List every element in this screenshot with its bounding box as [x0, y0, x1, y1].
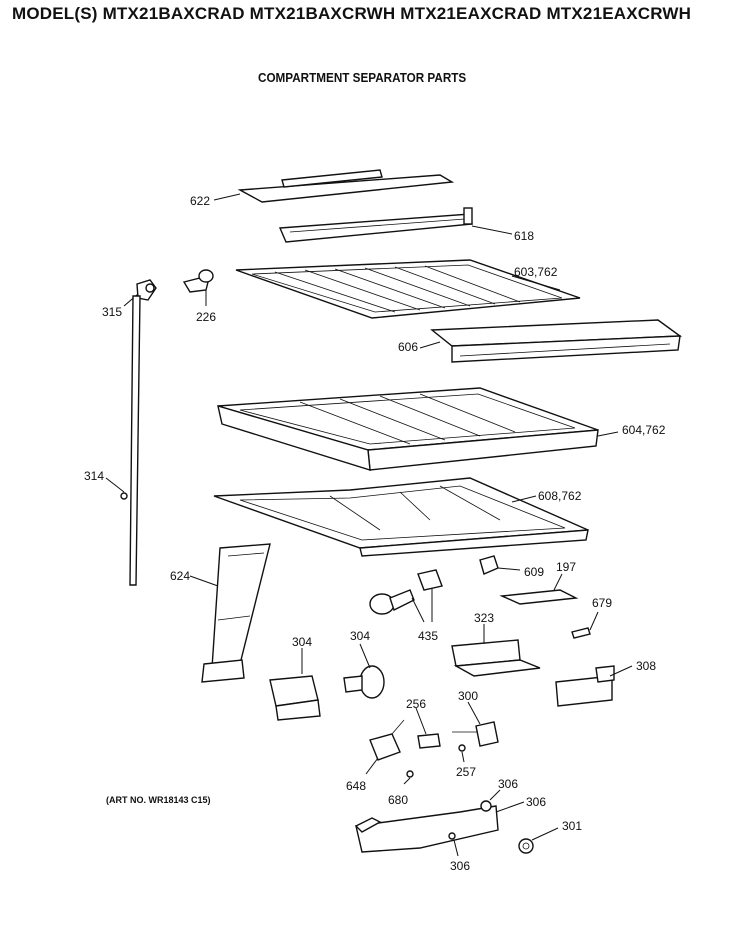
part-618-rail	[278, 207, 513, 243]
label-604: 604,762	[622, 423, 666, 437]
part-304-knob	[343, 643, 385, 699]
label-323: 323	[474, 611, 494, 625]
label-306-right: 306	[526, 795, 546, 809]
label-301: 301	[562, 819, 582, 833]
part-679	[571, 611, 599, 639]
label-609: 609	[524, 565, 544, 579]
label-679: 679	[592, 596, 612, 610]
part-314-rod	[105, 295, 141, 586]
label-608: 608,762	[538, 489, 582, 503]
part-226-bracket	[182, 269, 214, 306]
label-618: 618	[514, 229, 534, 243]
part-609	[479, 555, 521, 575]
label-306-top: 306	[498, 777, 518, 791]
part-680-screw	[403, 770, 414, 785]
label-304-left: 304	[292, 635, 312, 649]
label-306-bottom: 306	[450, 859, 470, 873]
part-304-block	[269, 648, 321, 721]
label-257: 257	[456, 765, 476, 779]
label-308: 308	[636, 659, 656, 673]
part-323-bracket	[451, 624, 541, 677]
part-622-cover	[213, 169, 455, 203]
diagram-title: COMPARTMENT SEPARATOR PARTS	[258, 70, 467, 85]
part-606-trim	[419, 319, 683, 363]
part-control-housing	[354, 789, 525, 857]
label-314: 314	[84, 469, 104, 483]
part-257-screw	[458, 744, 466, 763]
part-604-shelf-frame	[217, 387, 619, 471]
label-226: 226	[196, 310, 216, 324]
label-603: 603,762	[514, 265, 558, 279]
part-300	[452, 701, 499, 747]
label-606: 606	[398, 340, 418, 354]
label-435: 435	[418, 629, 438, 643]
label-256: 256	[406, 697, 426, 711]
label-622: 622	[190, 194, 210, 208]
label-300: 300	[458, 689, 478, 703]
part-435-bulb	[369, 569, 443, 623]
part-608-tray	[213, 477, 589, 557]
label-648: 648	[346, 779, 366, 793]
label-680: 680	[388, 793, 408, 807]
part-648-thermostat	[365, 719, 405, 775]
part-308-bracket	[555, 665, 633, 707]
part-603-shelf	[235, 259, 581, 319]
label-624: 624	[170, 569, 190, 583]
art-number: (ART NO. WR18143 C15)	[106, 795, 211, 805]
label-315: 315	[102, 305, 122, 319]
label-197: 197	[556, 560, 576, 574]
part-197	[499, 573, 579, 605]
part-256-switch	[415, 707, 441, 749]
label-304-right: 304	[350, 629, 370, 643]
part-624-duct	[189, 543, 271, 683]
models-header: MODEL(S) MTX21BAXCRAD MTX21BAXCRWH MTX21…	[12, 4, 692, 23]
part-301-knob	[518, 827, 559, 854]
